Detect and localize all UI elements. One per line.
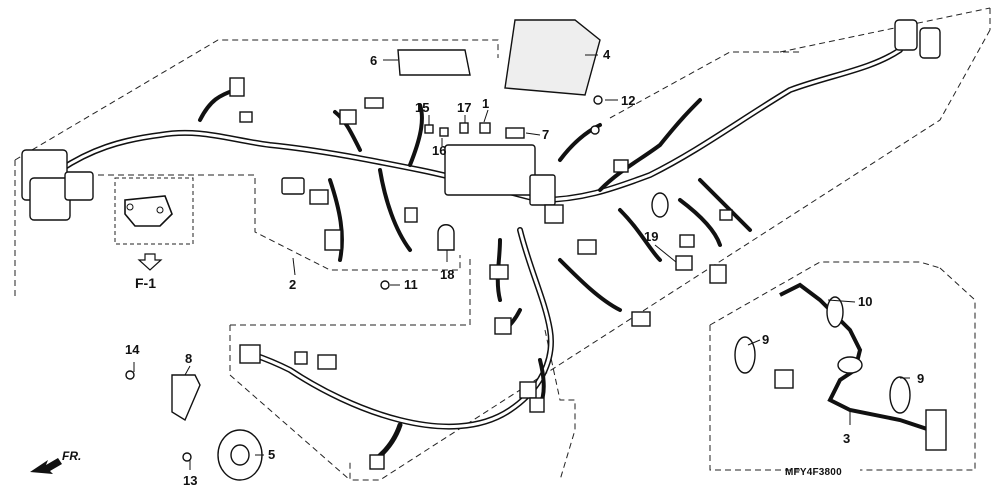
callout-4: 4: [603, 47, 611, 62]
main-harness: [57, 47, 903, 463]
callout-11: 11: [404, 277, 418, 292]
callout-16: 16: [432, 143, 447, 158]
callout-17: 17: [457, 100, 472, 115]
callout-13: 13: [183, 473, 198, 488]
drawing-code: MFY4F3800: [785, 467, 842, 478]
callout-19: 19: [644, 229, 659, 244]
callout-10: 10: [858, 294, 873, 309]
callout-6: 6: [370, 53, 378, 68]
view-ref-label: F-1: [135, 275, 156, 291]
assembly-outline: [14, 7, 991, 481]
callout-9-left: 9: [762, 332, 770, 347]
callout-12: 12: [621, 93, 636, 108]
sub-assembly-outline: [709, 261, 976, 471]
callout-14: 14: [125, 342, 140, 357]
callout-7: 7: [542, 127, 550, 142]
harness-components: [21, 19, 947, 481]
callout-5: 5: [268, 447, 276, 462]
callout-1: 1: [482, 96, 490, 111]
leader-lines: [133, 54, 910, 470]
callout-2: 2: [289, 277, 297, 292]
front-arrow-icon: [30, 458, 62, 474]
callout-3: 3: [843, 431, 851, 446]
callout-15: 15: [415, 100, 430, 115]
front-direction-label: FR.: [62, 449, 82, 463]
view-arrow-icon: [137, 253, 163, 271]
callout-8: 8: [185, 351, 193, 366]
f1-detail-box: [114, 177, 194, 271]
callout-18: 18: [440, 267, 455, 282]
callout-9-right: 9: [917, 371, 925, 386]
